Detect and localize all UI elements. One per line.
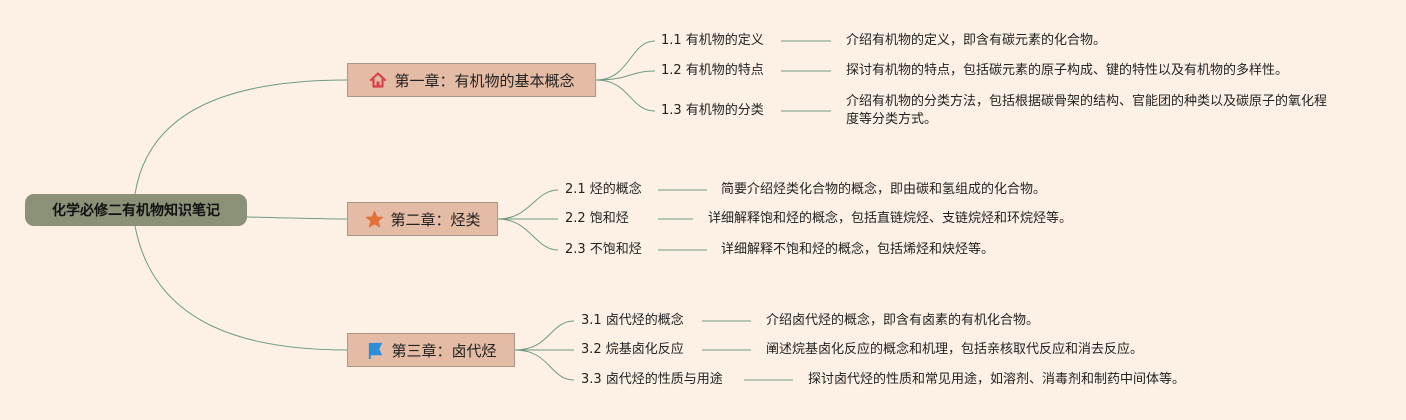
root-title: 化学必修二有机物知识笔记 [52, 203, 220, 219]
connector-root-ch1 [134, 79, 349, 195]
connector-ch1-t1 [595, 40, 656, 81]
topic-node-1-3[interactable]: 1.3 有机物的分类 [661, 103, 764, 118]
connector-ch2-t1 [497, 189, 559, 220]
chapter-node-2[interactable]: 第二章：烃类 [347, 202, 498, 236]
home-icon [368, 70, 388, 90]
topic-desc-2-3: 详细解释不饱和烃的概念，包括烯烃和炔烃等。 [721, 242, 995, 257]
topic-node-2-2[interactable]: 2.2 饱和烃 [565, 211, 629, 226]
connector-ch3-t1 [514, 320, 575, 351]
star-icon [364, 209, 384, 229]
connector-root-ch3 [134, 225, 349, 351]
topic-node-3-3[interactable]: 3.3 卤代烃的性质与用途 [581, 372, 723, 387]
connector-ch3-t3 [514, 349, 575, 381]
topic-node-2-3[interactable]: 2.3 不饱和烃 [565, 242, 642, 257]
topic-desc-1-3: 介绍有机物的分类方法，包括根据碳骨架的结构、官能团的种类以及碳原子的氧化程度等分… [846, 94, 1328, 127]
chapter-title-2: 第二章：烃类 [390, 210, 481, 229]
connector-ch2-t3 [497, 218, 559, 251]
chapter-node-3[interactable]: 第三章：卤代烃 [347, 333, 515, 367]
topic-desc-2-2: 详细解释饱和烃的概念，包括直链烷烃、支链烷烃和环烷烃等。 [708, 211, 1073, 226]
chapter-title-1: 第一章：有机物的基本概念 [394, 71, 575, 90]
topic-desc-1-1: 介绍有机物的定义，即含有碳元素的化合物。 [846, 33, 1107, 48]
connector-ch1-t2 [595, 70, 656, 81]
topic-node-2-1[interactable]: 2.1 烃的概念 [565, 182, 642, 197]
connector-root-ch2 [246, 216, 349, 220]
root-node[interactable]: 化学必修二有机物知识笔记 [25, 194, 247, 226]
topic-node-3-2[interactable]: 3.2 烷基卤化反应 [581, 342, 684, 357]
topic-node-1-2[interactable]: 1.2 有机物的特点 [661, 63, 764, 78]
topic-node-3-1[interactable]: 3.1 卤代烃的概念 [581, 313, 684, 328]
chapter-title-3: 第三章：卤代烃 [391, 341, 497, 360]
flag-icon [365, 340, 385, 360]
topic-node-1-1[interactable]: 1.1 有机物的定义 [661, 33, 764, 48]
topic-desc-1-2: 探讨有机物的特点，包括碳元素的原子构成、键的特性以及有机物的多样性。 [846, 63, 1289, 78]
chapter-node-1[interactable]: 第一章：有机物的基本概念 [347, 63, 596, 97]
topic-desc-2-1: 简要介绍烃类化合物的概念，即由碳和氢组成的化合物。 [721, 182, 1047, 197]
topic-desc-3-2: 阐述烷基卤化反应的概念和机理，包括亲核取代反应和消去反应。 [766, 342, 1144, 357]
topic-desc-3-1: 介绍卤代烃的概念，即含有卤素的有机化合物。 [766, 313, 1040, 328]
connector-ch1-t3 [595, 79, 656, 112]
topic-desc-3-3: 探讨卤代烃的性质和常见用途，如溶剂、消毒剂和制药中间体等。 [808, 372, 1186, 387]
